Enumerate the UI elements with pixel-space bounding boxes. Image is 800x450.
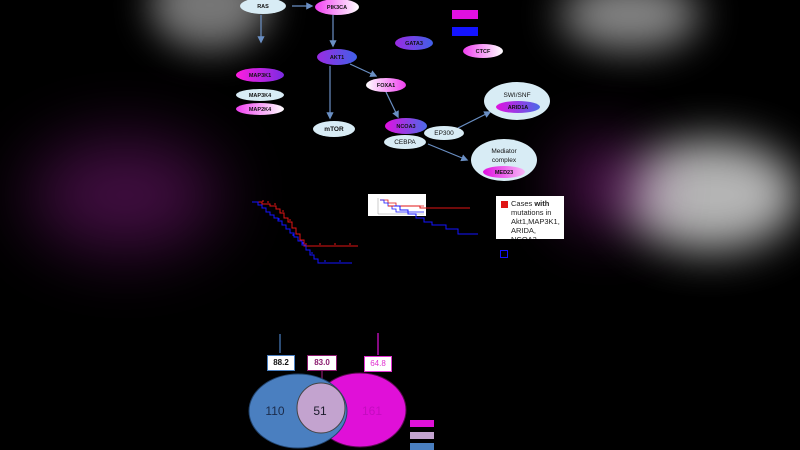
node-mtor-label: mTOR xyxy=(324,126,344,133)
venn-label-left: 88.2 xyxy=(267,355,295,371)
arrow-akt1-foxa1 xyxy=(349,63,378,77)
venn-diagram: 110 51 161 xyxy=(248,333,407,449)
venn-count-left: 110 xyxy=(265,404,284,418)
survival-censor-marks xyxy=(262,200,351,245)
survival-censor-marks-blue xyxy=(278,218,341,262)
node-map3k1: MAP3K1 xyxy=(236,68,284,82)
survival-plot-secondary xyxy=(388,205,478,235)
node-map2k4-label: MAP2K4 xyxy=(249,107,272,113)
node-foxa1: FOXA1 xyxy=(366,78,406,92)
inset-background xyxy=(368,194,426,216)
node-ep300: EP300 xyxy=(424,126,464,140)
node-swisnf-label: SWI/SNF xyxy=(503,92,530,99)
node-pik3ca: PIK3CA xyxy=(315,0,359,15)
node-mediator-complex: Mediator complex MED23 xyxy=(471,139,537,181)
legend-text-post: mutations in Akt1,MAP3K1, ARIDA, NCOA3 xyxy=(511,208,560,239)
venn-key-blue xyxy=(410,443,434,450)
node-gata3-label: GATA3 xyxy=(405,41,423,47)
node-med23-label: MED23 xyxy=(495,170,513,176)
venn-label-right: 64.8 xyxy=(364,356,392,372)
node-swisnf-complex: SWI/SNF ARID1A xyxy=(484,82,550,120)
key-swatch-magenta xyxy=(452,10,478,19)
node-map3k4-label: MAP3K4 xyxy=(249,93,272,99)
node-cebpa-label: CEBPA xyxy=(394,139,416,146)
node-foxa1-label: FOXA1 xyxy=(377,83,395,89)
survival-legend: Cases with mutations in Akt1,MAP3K1, ARI… xyxy=(496,196,564,239)
arrow-foxa1-ncoa3 xyxy=(385,91,399,119)
node-arid1a xyxy=(496,101,540,113)
node-map3k1-label: MAP3K1 xyxy=(249,73,271,79)
survival-curve-wildtype-2 xyxy=(394,205,478,235)
legend-swatch-mutated xyxy=(501,201,508,208)
node-ras-label: RAS xyxy=(257,4,269,10)
node-ncoa3-label: NCOA3 xyxy=(396,124,415,130)
node-ctcf: CTCF xyxy=(463,44,503,58)
node-mediator-label-1: Mediator xyxy=(491,148,517,155)
survival-curve-mutated xyxy=(252,201,358,247)
pathway-arrows xyxy=(257,2,492,162)
node-akt1-label: AKT1 xyxy=(330,55,344,61)
node-ctcf-label: CTCF xyxy=(476,49,491,55)
venn-count-overlap: 51 xyxy=(313,404,327,418)
legend-text-bold: with xyxy=(534,199,550,208)
node-ep300-label: EP300 xyxy=(434,130,454,137)
venn-label-middle: 83.0 xyxy=(307,355,337,371)
node-map2k4: MAP2K4 xyxy=(236,103,284,115)
node-akt1: AKT1 xyxy=(317,49,357,65)
node-cebpa: CEBPA xyxy=(384,135,426,149)
arrow-cebpa-mediator xyxy=(427,143,469,162)
survival-plot-main xyxy=(252,200,358,264)
venn-key-lavender xyxy=(410,432,434,439)
key-swatch-blue xyxy=(452,27,478,36)
arrow-ep300-swisnf xyxy=(457,111,492,129)
venn-overlap xyxy=(296,382,346,434)
legend-swatch-wildtype xyxy=(500,250,508,258)
survival-plot-inset xyxy=(368,194,426,216)
venn-count-right: 161 xyxy=(362,404,382,418)
node-arid1a-label: ARID1A xyxy=(508,105,529,111)
venn-key-magenta xyxy=(410,420,434,427)
node-gata3: GATA3 xyxy=(395,36,433,50)
survival-curve-mutated-2 xyxy=(388,205,470,209)
node-mediator-label-2: complex xyxy=(492,157,517,164)
pathway-nodes: RAS PIK3CA AKT1 GATA3 CTCF MAP3K1 MAP3K4 xyxy=(236,0,550,181)
node-ncoa3: NCOA3 xyxy=(385,118,427,134)
node-med23 xyxy=(483,166,525,178)
node-pik3ca-label: PIK3CA xyxy=(327,5,347,11)
survival-curve-wildtype xyxy=(252,201,352,264)
legend-text: Cases with mutations in Akt1,MAP3K1, ARI… xyxy=(511,199,563,239)
node-mtor: mTOR xyxy=(313,121,355,137)
node-ras: RAS xyxy=(240,0,286,14)
node-map3k4: MAP3K4 xyxy=(236,89,284,101)
legend-text-pre: Cases xyxy=(511,199,535,208)
